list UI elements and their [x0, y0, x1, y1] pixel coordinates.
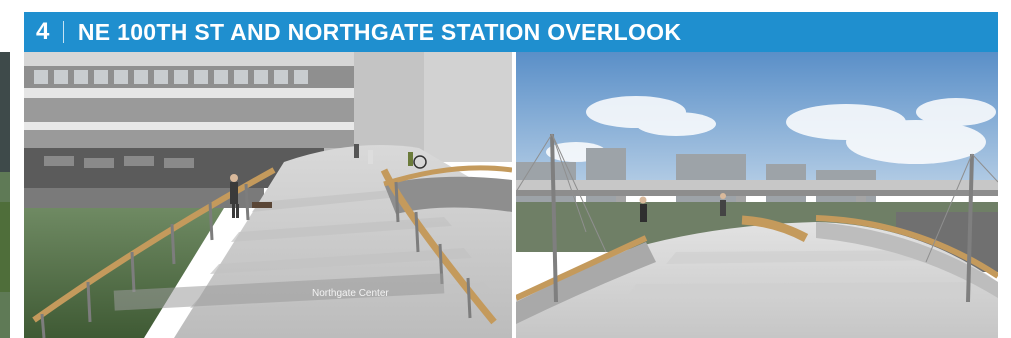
section-number: 4 [36, 18, 50, 45]
overlook-rendering-right [516, 52, 998, 338]
overlook-ramp-illustration [24, 52, 512, 338]
northgate-center-wayfinding-sign: Northgate Center [312, 288, 389, 299]
overlook-platform-illustration [516, 52, 998, 338]
section-title: NE 100TH ST AND NORTHGATE STATION OVERLO… [77, 18, 682, 45]
header-divider [62, 21, 64, 43]
adjacent-image-edge [0, 52, 10, 338]
section-header: 4 NE 100TH ST AND NORTHGATE STATION OVER… [24, 12, 998, 52]
overlook-rendering-left: Northgate Center [24, 52, 512, 338]
